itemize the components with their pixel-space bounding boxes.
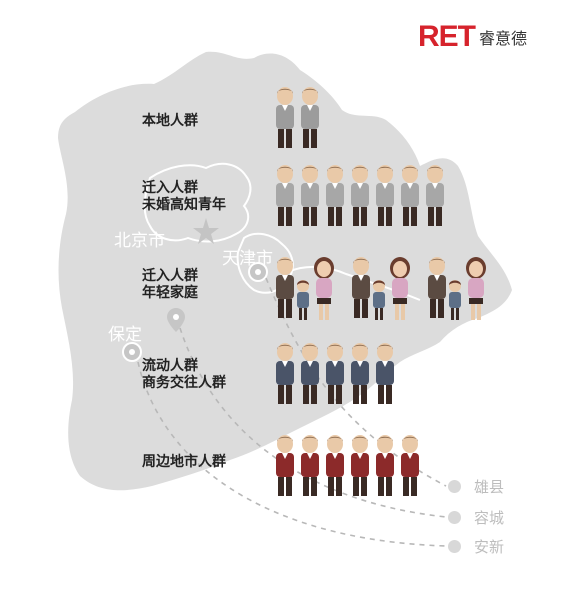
father-icon bbox=[352, 257, 370, 318]
destination-label: 安新 bbox=[474, 537, 505, 556]
person-icon bbox=[301, 165, 319, 226]
mother-icon bbox=[314, 257, 334, 320]
logo-name: 睿意德 bbox=[479, 29, 528, 48]
destination-dot-icon bbox=[448, 479, 461, 493]
person-icon bbox=[351, 435, 369, 496]
city-label-baoding: 保定 bbox=[108, 325, 142, 345]
destination-anxin: 安新 bbox=[448, 535, 504, 557]
person-icon bbox=[301, 435, 319, 496]
person-icon bbox=[276, 435, 294, 496]
child-icon bbox=[449, 280, 461, 320]
beijing-boundary bbox=[143, 162, 252, 243]
person-icon bbox=[326, 343, 344, 404]
mother-icon bbox=[390, 257, 410, 320]
child-icon bbox=[373, 280, 385, 320]
group-label-migrant-youth: 迁入人群未婚高知青年 bbox=[142, 180, 226, 213]
group-label-peripheral: 周边地市人群 bbox=[142, 454, 226, 470]
person-icon bbox=[351, 165, 369, 226]
person-icon bbox=[276, 87, 294, 148]
destination-label: 雄县 bbox=[474, 477, 505, 496]
logo-mark: RET bbox=[418, 20, 476, 53]
father-icon bbox=[428, 257, 446, 318]
destination-xiongxian: 雄县 bbox=[448, 475, 504, 497]
ret-logo: RET 睿意德 bbox=[418, 20, 527, 54]
person-icon bbox=[376, 435, 394, 496]
person-icon bbox=[376, 343, 394, 404]
destination-label: 容城 bbox=[474, 508, 505, 527]
person-icon bbox=[401, 435, 419, 496]
destination-dot-icon bbox=[448, 539, 461, 553]
person-icon bbox=[276, 165, 294, 226]
beijing-star-icon bbox=[193, 218, 219, 244]
person-icon bbox=[301, 87, 319, 148]
destination-dot-icon bbox=[448, 510, 461, 524]
father-icon bbox=[276, 257, 294, 318]
person-icon bbox=[301, 343, 319, 404]
person-icon bbox=[326, 435, 344, 496]
destination-rongcheng: 容城 bbox=[448, 506, 504, 528]
person-icon bbox=[401, 165, 419, 226]
person-icon bbox=[326, 165, 344, 226]
city-label-beijing: 北京市 bbox=[114, 231, 165, 251]
group-label-migrant-family: 迁入人群年轻家庭 bbox=[142, 268, 198, 301]
group-label-floating: 流动人群商务交往人群 bbox=[142, 358, 226, 391]
person-icon bbox=[351, 343, 369, 404]
person-icon bbox=[376, 165, 394, 226]
child-icon bbox=[297, 280, 309, 320]
group-label-local: 本地人群 bbox=[142, 113, 198, 129]
person-icon bbox=[276, 343, 294, 404]
person-icon bbox=[426, 165, 444, 226]
mother-icon bbox=[466, 257, 486, 320]
city-label-tianjin: 天津市 bbox=[222, 249, 273, 269]
